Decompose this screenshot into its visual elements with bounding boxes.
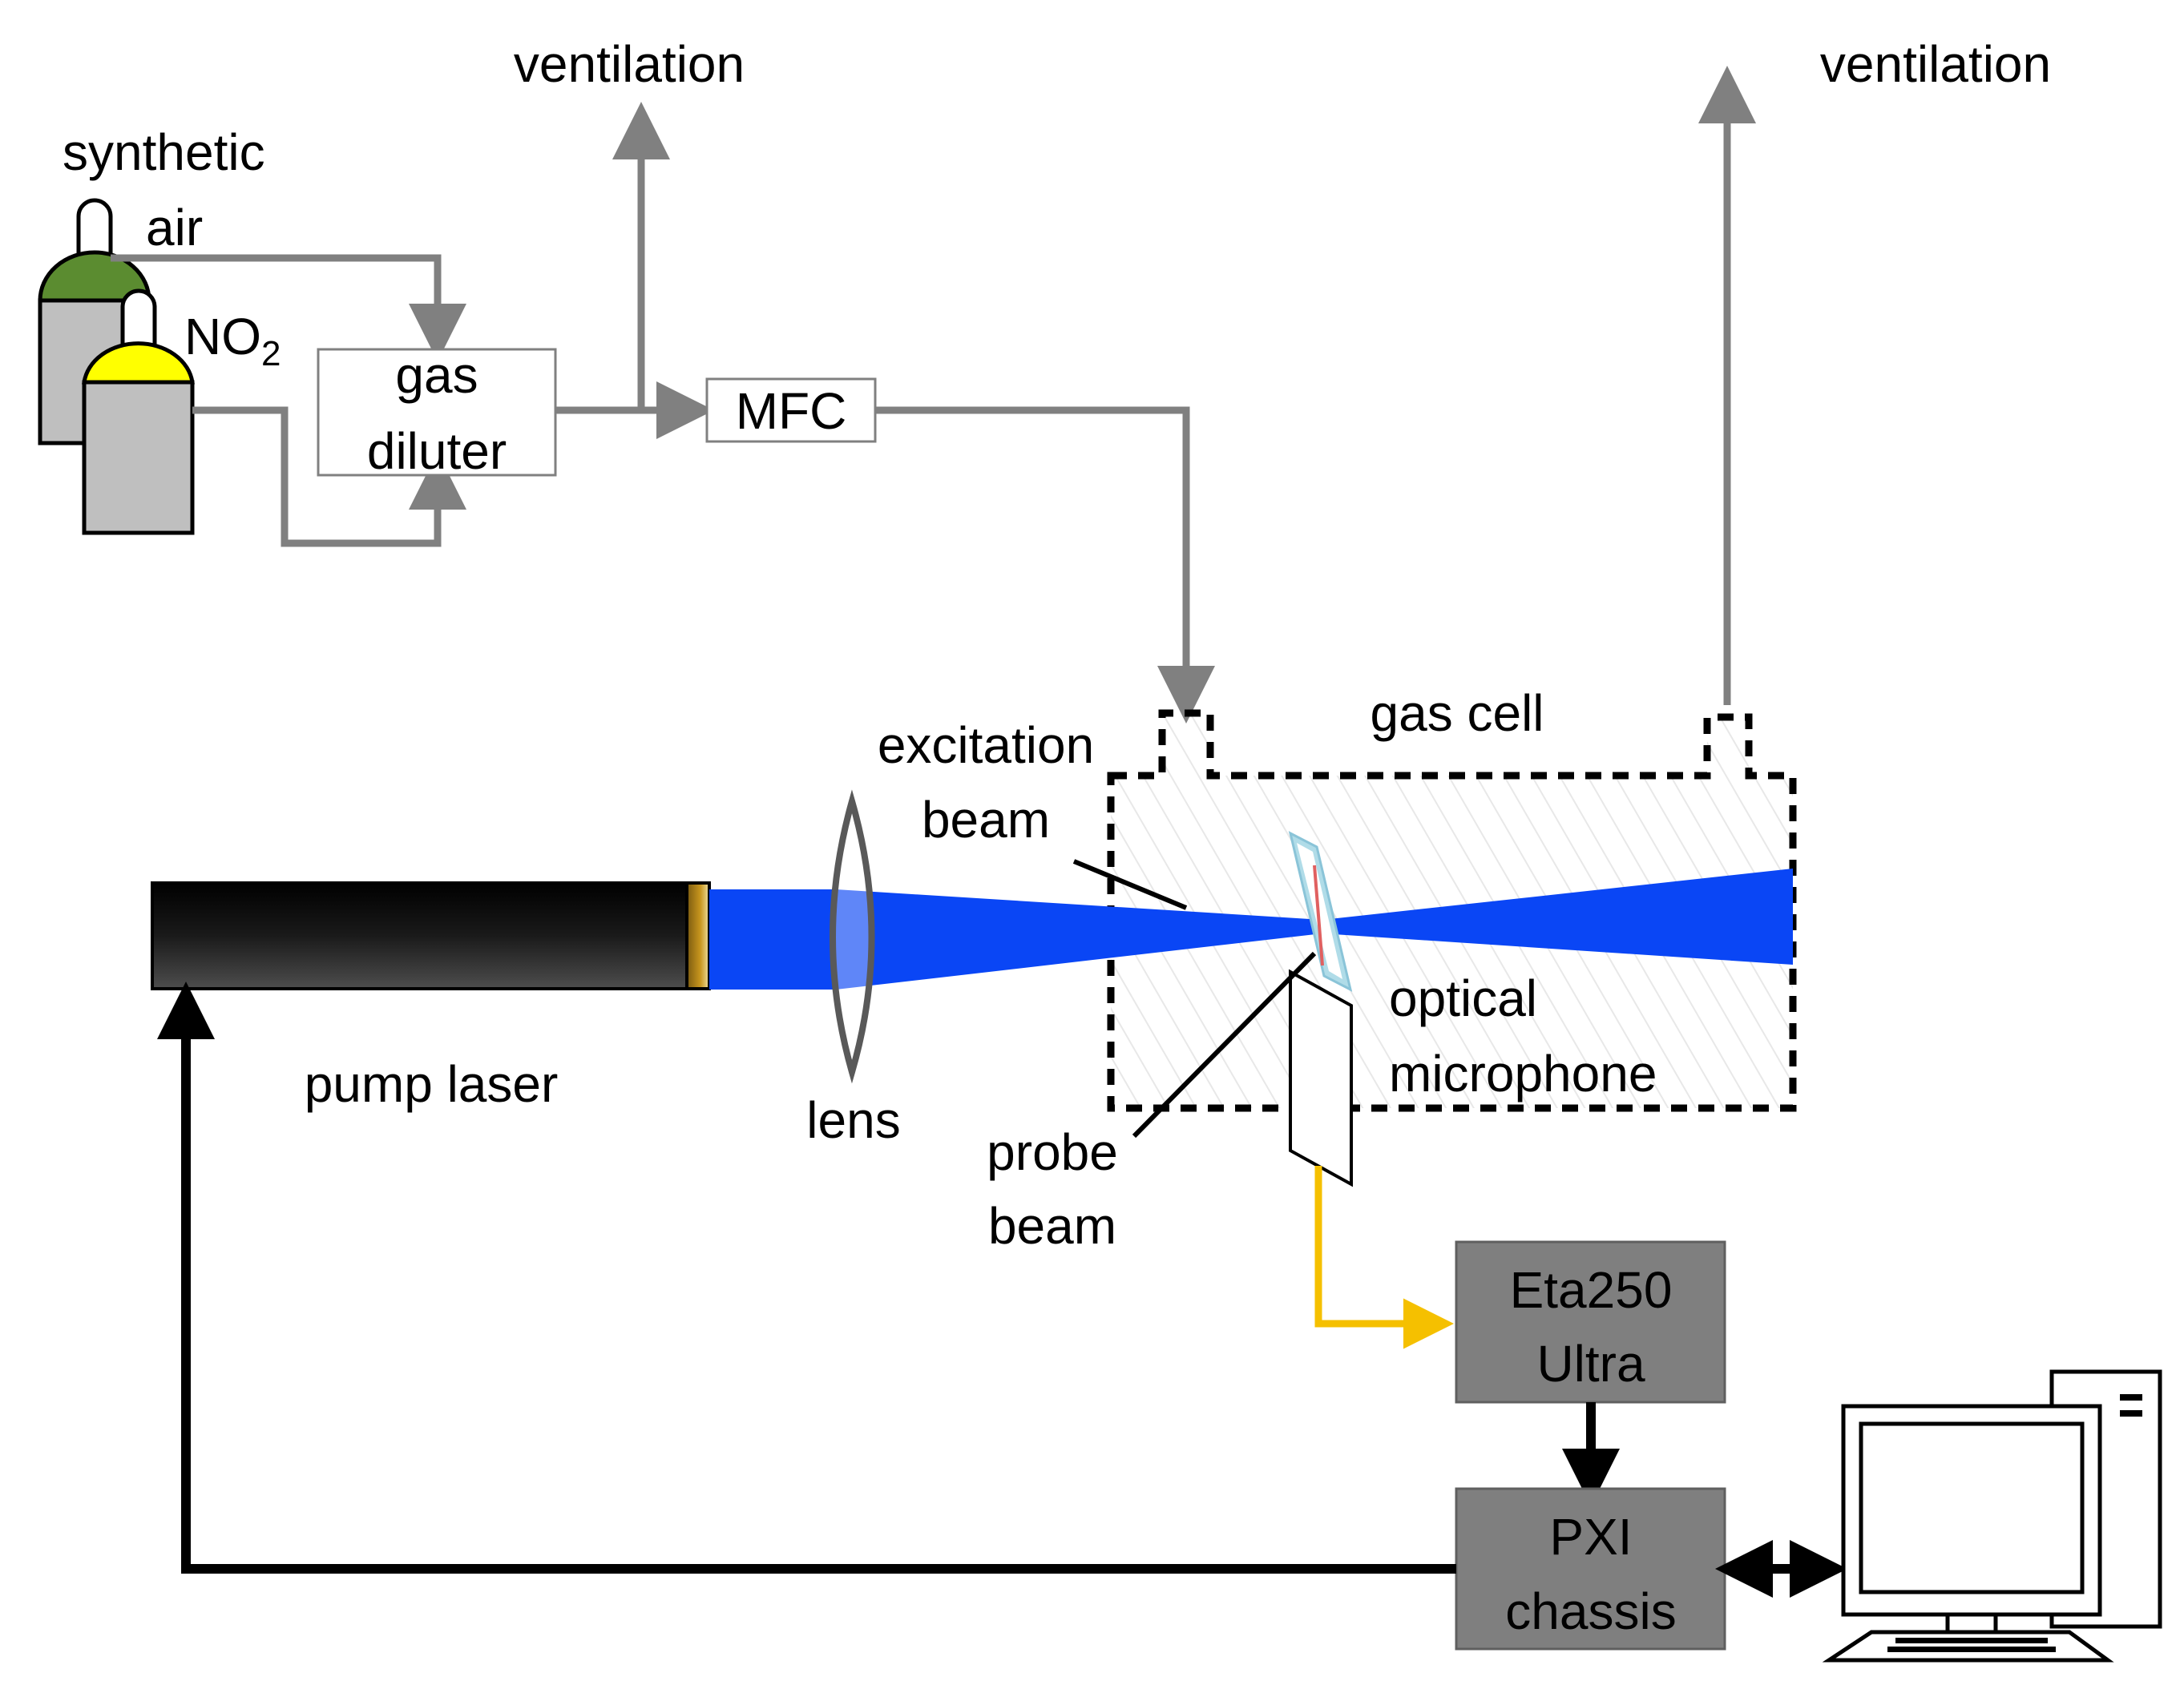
- ventilation-right-label: ventilation: [1820, 35, 2051, 93]
- excitation-leader-line: [1072, 859, 1188, 910]
- excitation-label-line2: beam: [922, 791, 1050, 849]
- pxi-label-line1: PXI: [1549, 1508, 1632, 1566]
- mfc-box: MFC: [705, 377, 877, 443]
- air-gas-line: [111, 254, 466, 361]
- gas-diluter-label-line2: diluter: [367, 422, 507, 480]
- pump-laser: [151, 881, 711, 990]
- ventilation-left-label: ventilation: [514, 35, 745, 93]
- synthetic-label: synthetic: [63, 123, 265, 181]
- no2-gas-line: [192, 406, 466, 547]
- no2-cylinder: [82, 288, 195, 535]
- pump-laser-label: pump laser: [305, 1055, 559, 1113]
- lens: [830, 789, 875, 1084]
- gas-cell-label: gas cell: [1371, 684, 1544, 742]
- probe-label-line2: beam: [988, 1197, 1116, 1255]
- no2-subscript: 2: [261, 334, 281, 373]
- pxi-to-laser-line: [157, 982, 1456, 1574]
- eta250-box: Eta250 Ultra: [1455, 1240, 1726, 1404]
- probe-label-line1: probe: [987, 1123, 1118, 1181]
- optical-microphone: [1288, 831, 1353, 1187]
- excitation-label-line1: excitation: [878, 716, 1094, 774]
- pxi-label-line2: chassis: [1505, 1582, 1676, 1640]
- excitation-beam: [709, 869, 1793, 990]
- lens-label: lens: [806, 1091, 900, 1149]
- fiber-line: [1314, 1166, 1454, 1349]
- air-label: air: [146, 199, 203, 256]
- pxi-chassis-box: PXI chassis: [1455, 1487, 1726, 1651]
- no2-main: NO: [184, 308, 261, 365]
- eta250-label-line1: Eta250: [1510, 1261, 1673, 1319]
- mfc-to-cell-line: [875, 406, 1215, 724]
- probe-beam-leader-line: [1132, 951, 1317, 1139]
- optical-label-line1: optical: [1389, 969, 1537, 1027]
- eta250-label-line2: Ultra: [1536, 1335, 1645, 1393]
- mfc-label: MFC: [736, 382, 847, 440]
- gas-diluter-label-line1: gas: [395, 346, 478, 404]
- no2-label: NO2: [184, 308, 281, 373]
- computer-icon: [1822, 1369, 2162, 1663]
- optical-label-line2: microphone: [1389, 1045, 1657, 1103]
- gas-diluter-box: gas diluter: [317, 346, 557, 480]
